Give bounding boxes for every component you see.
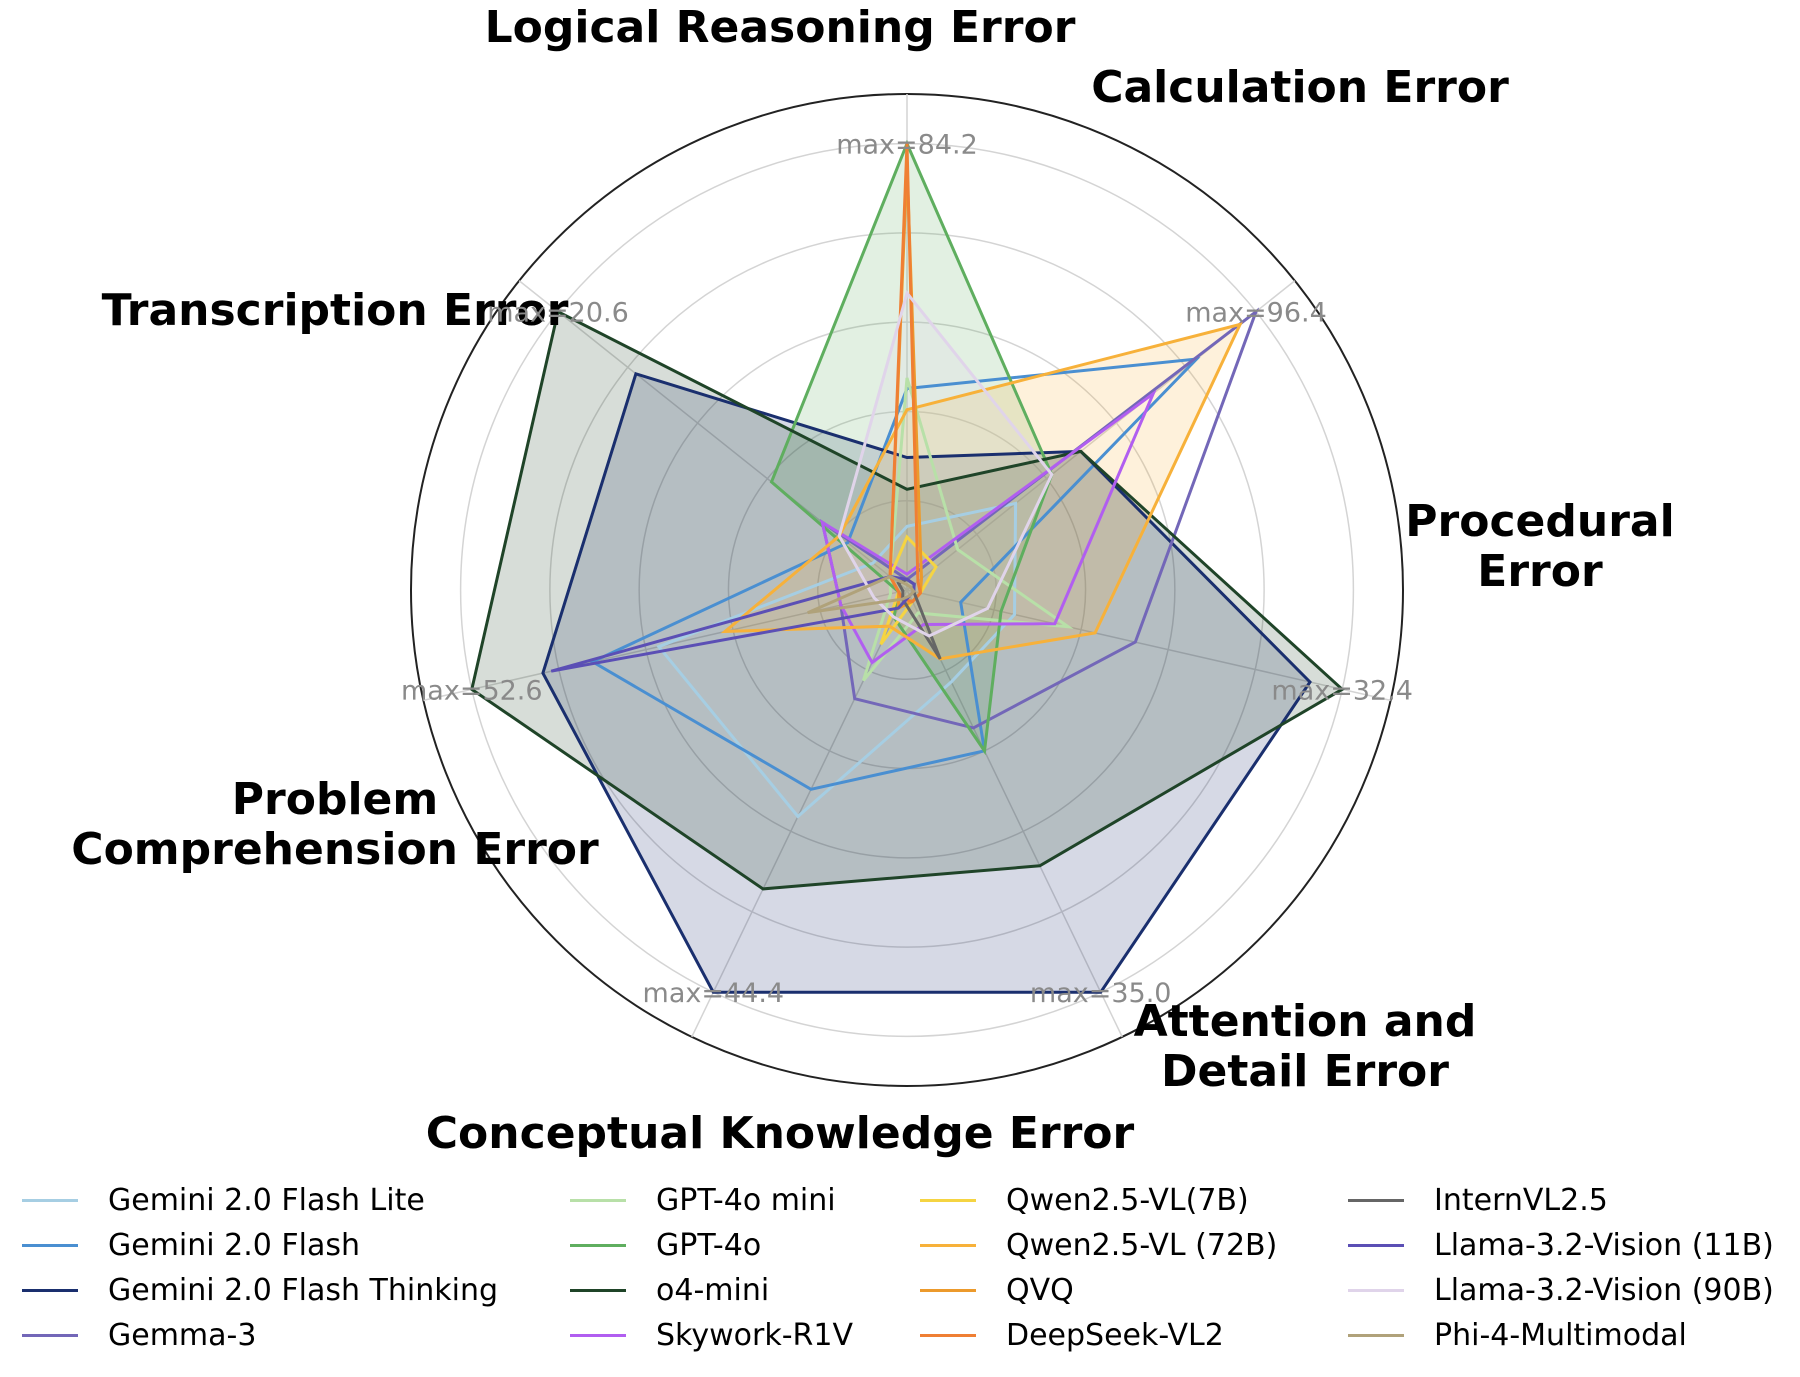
legend-swatch xyxy=(22,1333,78,1337)
axis-label-transcription-error: Transcription Error xyxy=(102,285,569,336)
legend-item-gemini-2-0-flash-thinking: Gemini 2.0 Flash Thinking xyxy=(22,1268,498,1312)
axis-max-label: max=35.0 xyxy=(1030,978,1172,1009)
legend-item-llama-3-2-vision-90b: Llama-3.2-Vision (90B) xyxy=(1348,1268,1774,1312)
legend-label: QVQ xyxy=(1006,1272,1074,1308)
series-qwen2-5-vl-72b-area xyxy=(725,324,1241,659)
axis-max-label: max=44.4 xyxy=(643,978,785,1009)
axis-label-conceptual-knowledge-error: Conceptual Knowledge Error xyxy=(426,1108,1135,1159)
legend-item-gemini-2-0-flash: Gemini 2.0 Flash xyxy=(22,1223,360,1267)
legend-swatch xyxy=(22,1243,78,1247)
legend-label: Qwen2.5-VL(7B) xyxy=(1006,1182,1249,1218)
legend-swatch xyxy=(570,1333,626,1337)
axis-max-label: max=96.4 xyxy=(1185,298,1327,329)
legend-swatch xyxy=(920,1288,976,1292)
legend-item-o4-mini: o4-mini xyxy=(570,1268,769,1312)
legend-item-gpt-4o-mini: GPT-4o mini xyxy=(570,1178,836,1222)
legend-swatch xyxy=(570,1243,626,1247)
legend-item-gemini-2-0-flash-lite: Gemini 2.0 Flash Lite xyxy=(22,1178,425,1222)
legend-label: DeepSeek-VL2 xyxy=(1006,1317,1224,1353)
legend-swatch xyxy=(920,1333,976,1337)
axis-max-label: max=84.2 xyxy=(836,130,978,161)
legend-label: GPT-4o xyxy=(656,1227,762,1263)
legend-item-qwen2-5-vl-7b: Qwen2.5-VL(7B) xyxy=(920,1178,1249,1222)
legend-swatch xyxy=(570,1288,626,1292)
series-o4-mini-line xyxy=(470,309,1345,891)
legend-label: Gemini 2.0 Flash Lite xyxy=(108,1182,425,1218)
legend-item-llama-3-2-vision-11b: Llama-3.2-Vision (11B) xyxy=(1348,1223,1774,1267)
legend-swatch xyxy=(22,1198,78,1202)
series-gemini-2-0-flash-thinking-line xyxy=(541,371,1312,994)
series-fills xyxy=(471,143,1343,993)
legend-item-phi-4-multimodal: Phi-4-Multimodal xyxy=(1348,1313,1687,1357)
legend-item-gemma-3: Gemma-3 xyxy=(22,1313,256,1357)
legend-label: Gemini 2.0 Flash Thinking xyxy=(108,1272,498,1308)
axis-label-calculation-error: Calculation Error xyxy=(1091,62,1509,113)
axis-max-label: max=32.4 xyxy=(1271,675,1413,706)
legend-swatch xyxy=(570,1198,626,1202)
series-llama-3-2-vision-90b-line xyxy=(837,289,1054,638)
legend-swatch xyxy=(1348,1333,1404,1337)
legend-label: Gemma-3 xyxy=(108,1317,257,1353)
legend-swatch xyxy=(920,1198,976,1202)
legend-item-qwen2-5-vl-72b: Qwen2.5-VL (72B) xyxy=(920,1223,1277,1267)
legend-item-internvl2-5: InternVL2.5 xyxy=(1348,1178,1608,1222)
axis-label-logical-reasoning-error: Logical Reasoning Error xyxy=(485,2,1076,53)
series-phi-4-multimodal-line xyxy=(807,574,916,615)
series-gemini-2-0-flash-thinking-area xyxy=(542,373,1310,993)
legend-item-deepseek-vl2: DeepSeek-VL2 xyxy=(920,1313,1224,1357)
series-lines xyxy=(470,139,1345,994)
legend-swatch xyxy=(22,1288,78,1292)
legend-label: InternVL2.5 xyxy=(1434,1182,1608,1218)
legend-swatch xyxy=(1348,1198,1404,1202)
series-skywork-r1v-line xyxy=(820,389,1157,665)
legend-label: Llama-3.2-Vision (11B) xyxy=(1434,1227,1774,1263)
legend-swatch xyxy=(920,1243,976,1247)
legend-label: o4-mini xyxy=(656,1272,770,1308)
series-llama-3-2-vision-11b-line xyxy=(550,574,916,673)
series-qwen2-5-vl-72b-line xyxy=(720,322,1243,661)
series-gpt-4o-line xyxy=(769,139,1054,756)
legend-item-qvq: QVQ xyxy=(920,1268,1074,1312)
legend-label: GPT-4o mini xyxy=(656,1182,836,1218)
legend-label: Qwen2.5-VL (72B) xyxy=(1006,1227,1278,1263)
legend-item-skywork-r1v: Skywork-R1V xyxy=(570,1313,853,1357)
legend-item-gpt-4o: GPT-4o xyxy=(570,1223,761,1267)
series-gpt-4o-area xyxy=(771,143,1052,751)
legend-label: Gemini 2.0 Flash xyxy=(108,1227,361,1263)
legend-swatch xyxy=(1348,1288,1404,1292)
legend-swatch xyxy=(1348,1243,1404,1247)
grid-spoke xyxy=(906,589,1123,1038)
axis-max-label: max=20.6 xyxy=(487,298,629,329)
legend-label: Skywork-R1V xyxy=(656,1317,853,1353)
legend-label: Phi-4-Multimodal xyxy=(1434,1317,1687,1353)
axis-max-label: max=52.6 xyxy=(401,675,543,706)
axis-labels: Logical Reasoning Error max=84.2 Calculati… xyxy=(71,2,1674,1159)
grid-spoke xyxy=(518,280,908,591)
series-gemini-2-0-flash-lite-line xyxy=(656,501,1018,819)
legend-label: Llama-3.2-Vision (90B) xyxy=(1434,1272,1774,1308)
